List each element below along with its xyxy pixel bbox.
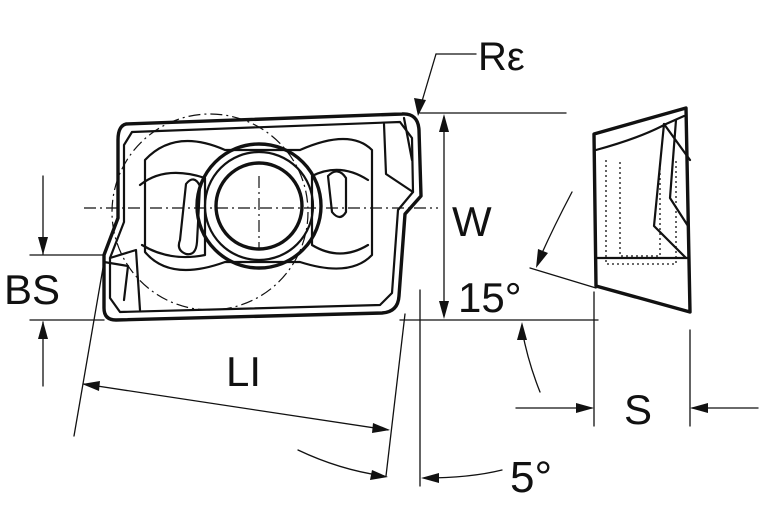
insert-side-view — [592, 106, 692, 314]
side-view-facet-left — [652, 122, 688, 260]
clearance-angle-dimension: 15° — [458, 191, 597, 393]
bevel-arrow-bottom — [38, 321, 48, 339]
side-angle-arrow-right — [421, 473, 439, 483]
corner-facet-top-right — [382, 116, 415, 194]
corner-radius-label: Rε — [478, 35, 525, 79]
length-arrow-left — [82, 381, 100, 391]
center-hole-ring — [203, 150, 315, 262]
right-slot — [326, 170, 348, 219]
clearance-angle-arrow-bottom — [517, 322, 527, 340]
side-view-facet-right — [668, 118, 690, 228]
thickness-label: S — [624, 386, 652, 433]
corner-radius-arrowhead — [414, 98, 426, 116]
side-view-hidden-lines — [605, 160, 677, 265]
corner-radius-callout: Rε — [414, 35, 525, 116]
left-slot — [177, 178, 202, 256]
corner-radius-leader-slant — [419, 53, 437, 109]
center-hole-outer — [195, 142, 323, 270]
side-view-outline — [592, 106, 692, 314]
bevel-arrow-top — [38, 237, 48, 255]
thickness-arrow-right — [690, 403, 708, 413]
center-hole-inner — [214, 161, 304, 251]
clearance-angle-reference-line — [529, 267, 597, 289]
chip-breaker-contour — [143, 137, 374, 272]
length-arrow-right — [372, 423, 390, 433]
side-angle-arrow-left — [370, 470, 388, 480]
side-angle-label: 5° — [510, 453, 552, 502]
length-label: LI — [226, 348, 261, 395]
side-view-facet-top — [662, 122, 692, 162]
insert-outline — [102, 112, 423, 322]
thickness-dimension: S — [515, 291, 759, 433]
left-lobe — [138, 171, 207, 259]
width-dimension: W — [399, 112, 599, 321]
length-dimension: LI — [73, 261, 406, 477]
length-dimension-line — [83, 383, 389, 431]
bevel-label: BS — [4, 266, 60, 313]
bevel-dimension: BS — [4, 175, 105, 387]
length-extension-left — [73, 261, 105, 437]
thickness-arrow-left — [576, 403, 594, 413]
side-angle-dimension: 5° — [297, 289, 552, 502]
width-arrow-bottom — [439, 301, 449, 319]
side-view-top-chamfer — [594, 114, 686, 152]
side-angle-arc-left — [297, 449, 385, 477]
clearance-angle-arrow-top — [536, 249, 548, 268]
length-extension-right — [385, 313, 406, 477]
insert-top-view — [84, 112, 438, 322]
inscribed-circle — [111, 113, 309, 311]
width-label: W — [452, 198, 492, 245]
clearance-angle-label: 15° — [458, 274, 522, 321]
width-arrow-top — [439, 114, 449, 132]
insert-inner-edge — [108, 120, 415, 314]
